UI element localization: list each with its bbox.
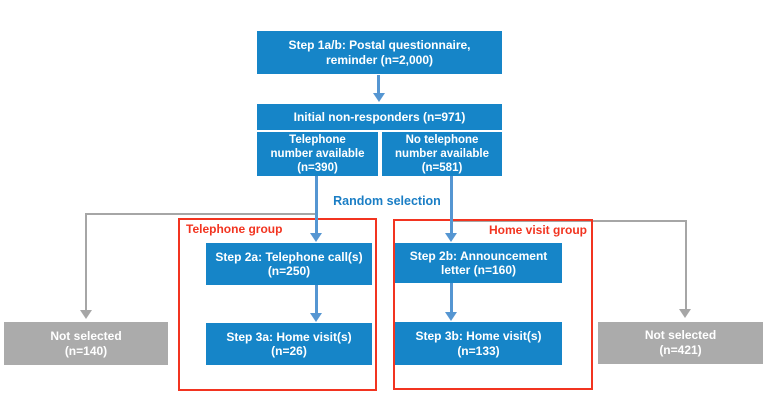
telephone-group-label: Telephone group: [186, 222, 283, 236]
connector-not-selected-right-vertical: [685, 220, 687, 310]
arrow-down-icon: [373, 93, 385, 102]
no-telephone-available-box: No telephone number available (n=581): [382, 132, 502, 176]
home-visit-group-label: Home visit group: [488, 223, 587, 237]
arrow-down-icon: [445, 312, 457, 321]
step1-box: Step 1a/b: Postal questionnaire, reminde…: [257, 31, 502, 74]
arrow-down-icon: [310, 313, 322, 322]
connector-step2a-step3a: [315, 285, 318, 314]
telephone-group-frame: [178, 218, 377, 391]
initial-non-responders-box: Initial non-responders (n=971): [257, 104, 502, 130]
not-selected-left-box: Not selected (n=140): [4, 322, 168, 365]
step2b-box: Step 2b: Announcement letter (n=160): [395, 243, 562, 283]
step3a-box: Step 3a: Home visit(s) (n=26): [206, 323, 372, 365]
home-visit-group-frame: [393, 219, 593, 390]
connector-not-selected-right-horizontal: [452, 220, 687, 222]
arrow-down-icon: [679, 309, 691, 318]
connector-not-selected-left-vertical: [85, 213, 87, 310]
arrow-down-icon: [80, 310, 92, 319]
arrow-down-icon: [310, 233, 322, 242]
connector-step2b-step3b: [450, 283, 453, 313]
connector-notelephone-step2b: [450, 176, 453, 234]
not-selected-right-box: Not selected (n=421): [598, 322, 763, 364]
telephone-available-box: Telephone number available (n=390): [257, 132, 378, 176]
step3b-box: Step 3b: Home visit(s) (n=133): [395, 322, 562, 365]
step2a-box: Step 2a: Telephone call(s) (n=250): [206, 243, 372, 285]
connector-not-selected-left-horizontal: [86, 213, 318, 215]
random-selection-label: Random selection: [333, 194, 441, 208]
connector-step1-initial: [377, 75, 380, 94]
arrow-down-icon: [445, 233, 457, 242]
connector-telephone-step2a: [315, 176, 318, 234]
